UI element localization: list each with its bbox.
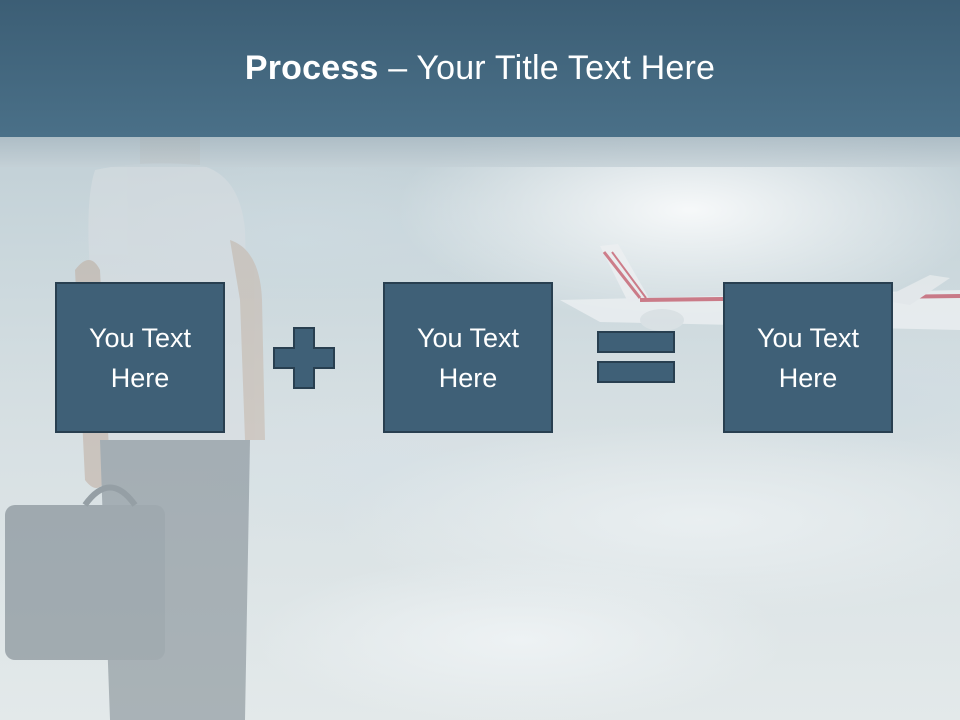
process-step-3-text: You Text Here (756, 322, 860, 393)
plus-icon (273, 327, 335, 389)
slide-title: Process – Your Title Text Here (245, 49, 715, 88)
slide-title-bold: Process (244, 49, 379, 87)
process-step-3[interactable]: You Text Here (723, 282, 893, 433)
process-step-1[interactable]: You Text Here (55, 282, 225, 433)
process-step-1-text: You Text Here (88, 322, 192, 393)
title-bar: Process – Your Title Text Here (0, 0, 960, 137)
slide-title-rest: – Your Title Text Here (378, 49, 716, 87)
process-step-2[interactable]: You Text Here (383, 282, 553, 433)
equals-icon (597, 331, 675, 383)
process-step-2-text: You Text Here (416, 322, 520, 393)
header-shadow-band (0, 137, 960, 167)
